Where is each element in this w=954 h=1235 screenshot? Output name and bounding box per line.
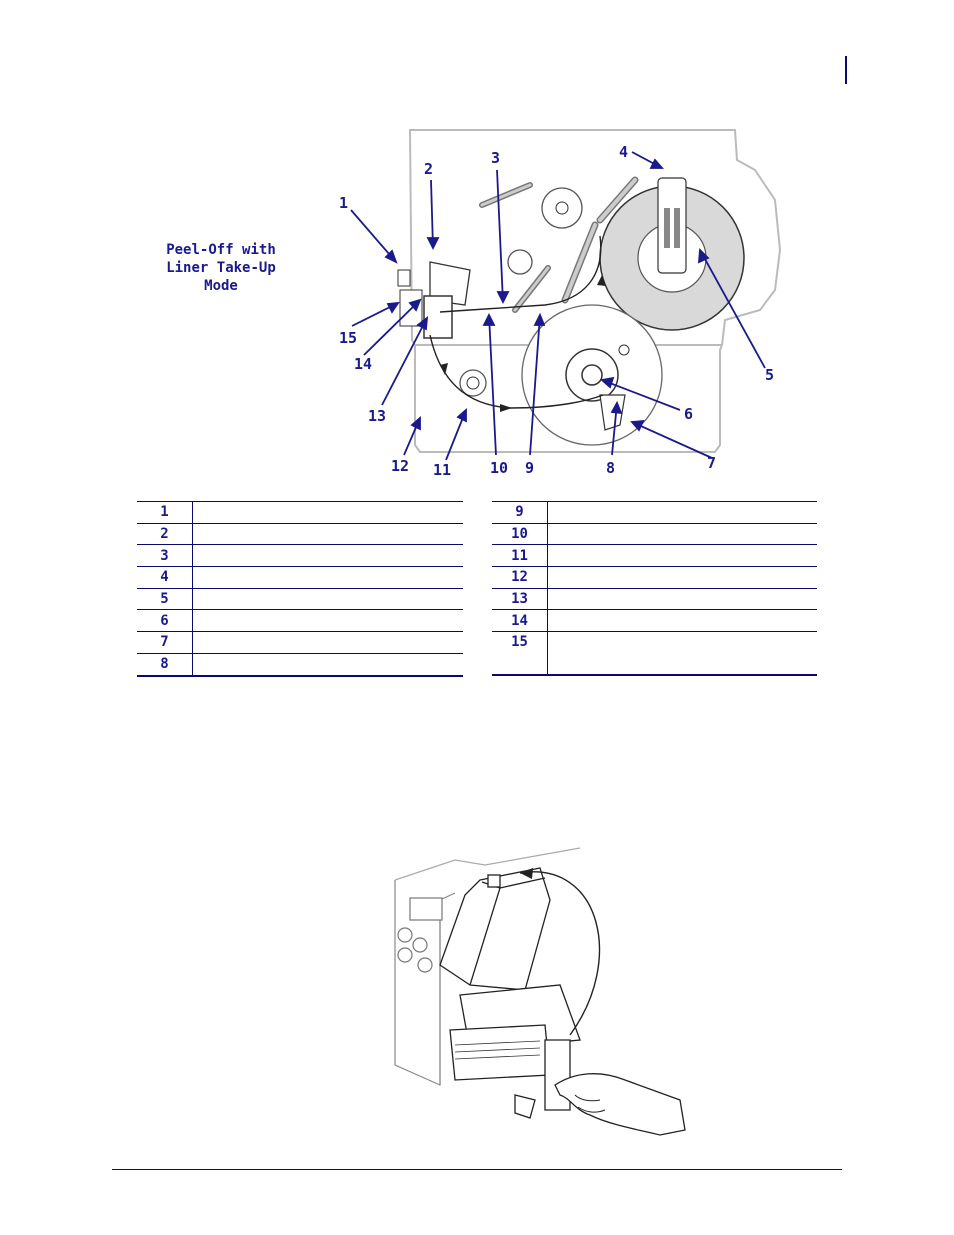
callout-13: 13: [368, 407, 387, 425]
legend-row: 2: [137, 523, 463, 546]
legend-row: 5: [137, 588, 463, 611]
callout-14: 14: [354, 355, 373, 373]
legend-row: 10: [492, 523, 817, 546]
hand: [554, 1073, 686, 1136]
page-margin-mark: [845, 56, 847, 84]
legend-row: 7: [137, 631, 463, 654]
mode-label: Peel-Off with Liner Take-Up Mode: [166, 242, 276, 294]
callout-6: 6: [684, 405, 694, 423]
callout-7: 7: [707, 454, 717, 472]
legend-row: 14: [492, 609, 817, 633]
callout-9: 9: [525, 459, 535, 477]
legend-row: 15: [492, 631, 817, 676]
legend-row: 4: [137, 566, 463, 589]
legend-row: 12: [492, 566, 817, 589]
callout-5: 5: [765, 366, 775, 384]
footer-rule: [112, 1169, 842, 1170]
callout-8: 8: [606, 459, 616, 477]
callout-2: 2: [424, 160, 434, 178]
callout-3: 3: [491, 149, 501, 167]
legend-row: 6: [137, 609, 463, 633]
callout-11: 11: [433, 461, 452, 479]
callout-4: 4: [619, 143, 629, 161]
legend-row: 1: [137, 501, 463, 524]
callout-10: 10: [490, 459, 509, 477]
legend-row: 13: [492, 588, 817, 611]
callout-1: 1: [339, 194, 349, 212]
legend-row: 9: [492, 501, 817, 524]
legend-row: 11: [492, 544, 817, 568]
legend-row: 8: [137, 653, 463, 677]
peel-assembly: [423, 295, 453, 339]
callout-15: 15: [339, 329, 358, 347]
media-guide: [657, 177, 687, 274]
callout-12: 12: [391, 457, 410, 475]
legend-table-left: 1 2 3 4 5 6 7 8: [137, 501, 463, 677]
legend-row: 3: [137, 544, 463, 568]
legend-table-right: 9 10 11 12 13 14 15: [492, 501, 817, 676]
